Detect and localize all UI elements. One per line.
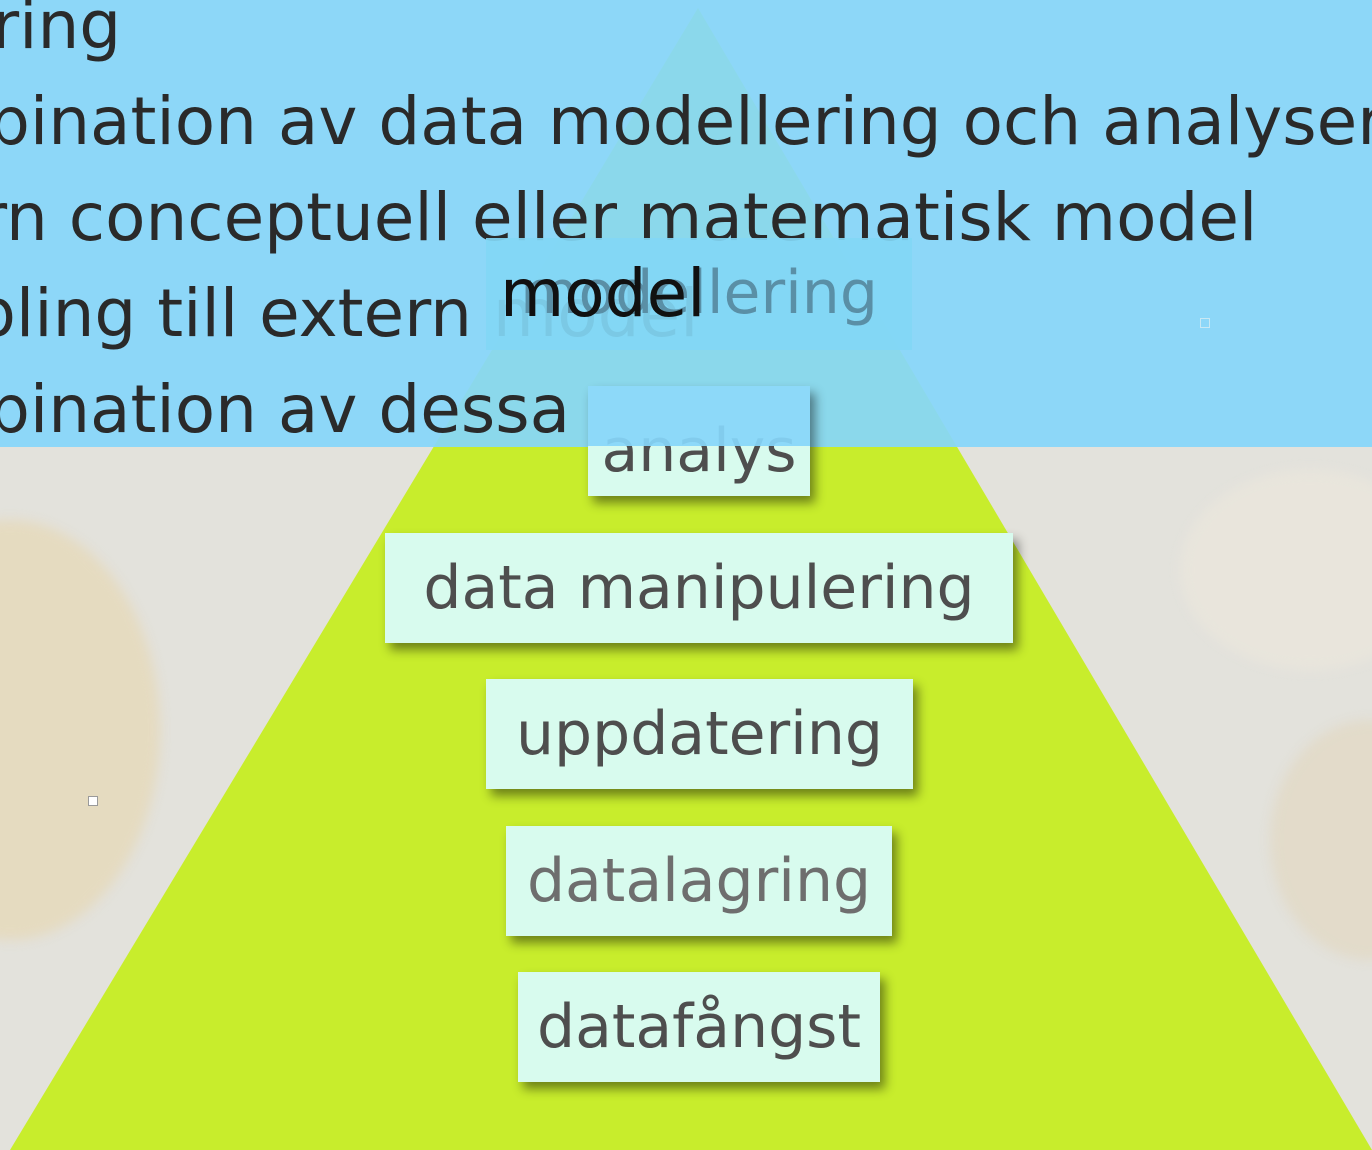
bullet-line: ring <box>0 0 1372 74</box>
selection-handle[interactable] <box>1200 318 1210 328</box>
pyramid-level-modellering: modellering <box>486 238 912 350</box>
pyramid-level-datafangst: datafångst <box>518 972 880 1082</box>
selection-handle[interactable] <box>88 796 98 806</box>
bullet-text: bination av dessa <box>0 371 571 448</box>
overlay-cover <box>588 386 810 446</box>
pyramid-level-label: datafångst <box>537 992 861 1062</box>
pyramid-level-label: uppdatering <box>516 699 883 769</box>
pyramid-level-label: data manipulering <box>423 553 975 623</box>
bullet-line: bination av dessa <box>0 362 1372 458</box>
pyramid-level-uppdatering: uppdatering <box>486 679 913 789</box>
bullet-line: bination av data modellering och analyse… <box>0 74 1372 170</box>
pyramid-level-label: modellering <box>520 258 878 328</box>
bullet-text: bination av data modellering och analyse… <box>0 83 1372 160</box>
pyramid-level-datalagring: datalagring <box>506 826 892 936</box>
pyramid-level-label: datalagring <box>526 846 872 916</box>
pyramid-level-data-manipulering: data manipulering <box>385 533 1013 643</box>
text-overlay-panel: ring bination av data modellering och an… <box>0 0 1372 448</box>
overlay-word-model: model <box>500 255 706 332</box>
bullet-text: ring <box>0 0 122 64</box>
